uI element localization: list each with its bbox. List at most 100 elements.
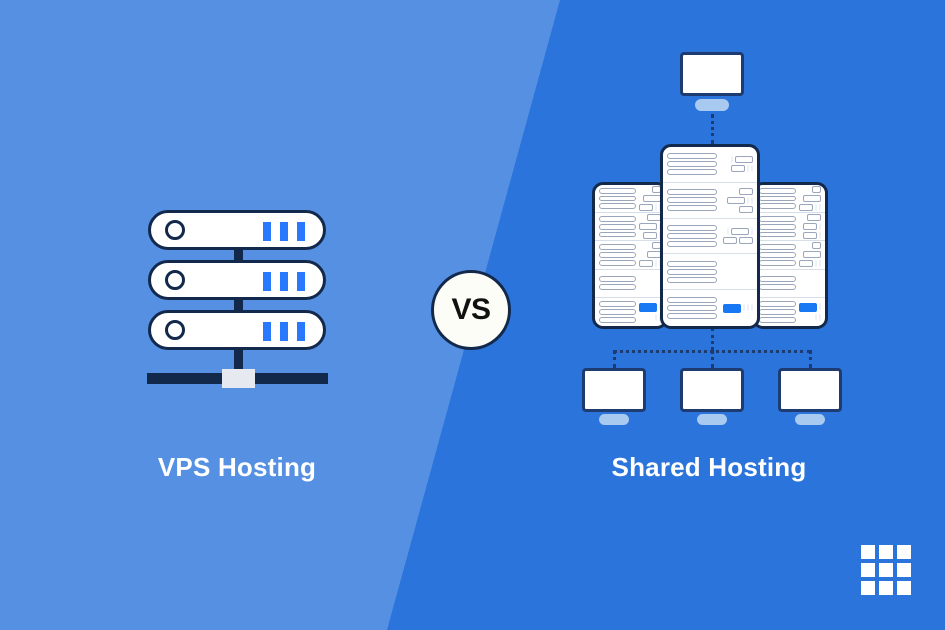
monitor-stand	[599, 414, 629, 425]
rack-unit-chips	[717, 293, 753, 323]
rack-unit-bar	[759, 316, 796, 323]
rack-unit-chip	[655, 313, 657, 321]
versus-badge: VS	[431, 270, 511, 350]
led-icon	[297, 322, 305, 341]
rack-unit-chip	[727, 227, 729, 235]
led-icon	[280, 272, 288, 291]
monitor-stand	[695, 99, 729, 111]
rack-unit-bar	[667, 305, 717, 312]
rack-unit-bar	[667, 276, 717, 283]
led-group-icon	[263, 272, 305, 291]
rack-status-indicator	[639, 302, 657, 312]
rack-unit	[663, 254, 757, 291]
rack-unit-bar	[759, 216, 796, 222]
rack-unit	[755, 185, 825, 214]
client-monitor	[778, 368, 842, 425]
led-icon	[297, 222, 305, 241]
rack-unit-chips	[796, 301, 821, 323]
rack-unit	[663, 183, 757, 219]
rack-unit-chip	[815, 313, 817, 321]
rack-unit-chip	[799, 260, 813, 268]
rack-unit-chips	[636, 242, 661, 268]
led-icon	[263, 322, 271, 341]
rack-unit-bar	[667, 153, 717, 160]
rack-unit-chip	[751, 227, 753, 235]
power-indicator-icon	[165, 320, 185, 340]
led-group-icon	[263, 322, 305, 341]
rack-unit-bar	[667, 232, 717, 239]
rack-unit-bar	[759, 195, 796, 202]
connection-line-bottom-stem	[711, 328, 714, 350]
rack-status-indicator	[799, 302, 817, 312]
rack-unit-chip	[803, 232, 817, 240]
rack-unit-chip	[643, 195, 661, 203]
rack-unit-bar	[599, 244, 636, 251]
rack-unit-chips	[636, 214, 661, 240]
rack-unit-bars	[599, 216, 636, 238]
led-group-icon	[263, 222, 305, 241]
rack-unit-bar	[667, 161, 717, 168]
monitor-screen	[680, 368, 744, 412]
rack-unit-chip	[812, 186, 821, 194]
power-indicator-icon	[165, 270, 185, 290]
rack-unit-chip	[803, 195, 821, 203]
rack-unit-bar	[599, 223, 636, 230]
rack-unit-bars	[667, 186, 717, 215]
rack-status-indicator	[723, 303, 741, 313]
rack-unit	[595, 270, 665, 298]
rack-unit-bar	[599, 284, 636, 291]
server-rack-center	[660, 144, 760, 329]
rack-unit-bars	[667, 257, 717, 286]
rack-unit-chip	[819, 232, 821, 240]
rack-unit-chip	[819, 302, 821, 310]
rack-unit-chip	[747, 196, 749, 204]
rack-unit	[595, 241, 665, 270]
rack-unit-chips	[796, 214, 821, 240]
rack-unit-chip	[819, 223, 821, 231]
rack-unit-chip	[723, 236, 737, 244]
rack-unit-bar	[759, 300, 796, 307]
rack-unit-bar	[759, 284, 796, 291]
rack-unit-chip	[815, 260, 817, 268]
vps-connector-segment	[234, 296, 243, 314]
grid-cell	[879, 581, 893, 595]
rack-unit-chip	[647, 251, 661, 259]
rack-unit	[755, 298, 825, 326]
rack-unit-bar	[759, 188, 796, 194]
rack-unit-bar	[667, 197, 717, 204]
rack-unit-bar	[667, 189, 717, 196]
rack-unit-bars	[599, 188, 636, 210]
shared-hosting-label: Shared Hosting	[611, 452, 807, 482]
rack-unit-bar	[599, 308, 636, 315]
connection-line-leg	[809, 350, 812, 368]
rack-unit-chip	[819, 313, 821, 321]
rack-unit-bars	[667, 222, 717, 251]
rack-unit-chips	[796, 273, 821, 294]
connection-line-leg	[613, 350, 616, 368]
rack-unit	[595, 298, 665, 326]
vps-connector-segment	[234, 346, 243, 376]
rack-unit	[663, 147, 757, 183]
rack-unit	[755, 270, 825, 298]
rack-unit	[663, 219, 757, 255]
rack-unit-bar	[667, 205, 717, 212]
rack-unit-chips	[717, 257, 753, 286]
rack-unit-bars	[759, 216, 796, 238]
rack-unit-bars	[599, 244, 636, 266]
rack-unit-bars	[759, 273, 796, 294]
rack-unit-bar	[759, 259, 796, 266]
grid-cell	[861, 563, 875, 577]
grid-menu-icon	[861, 545, 911, 595]
power-indicator-icon	[165, 220, 185, 240]
grid-cell	[879, 545, 893, 559]
rack-unit-bars	[759, 244, 796, 266]
rack-unit-bar	[599, 195, 636, 202]
led-icon	[280, 322, 288, 341]
rack-unit-chip	[807, 214, 821, 222]
rack-unit-bar	[599, 259, 636, 266]
versus-badge-label: VS	[451, 293, 491, 326]
vps-base-block	[222, 369, 255, 388]
rack-unit-bar	[667, 169, 717, 176]
rack-unit	[755, 213, 825, 242]
